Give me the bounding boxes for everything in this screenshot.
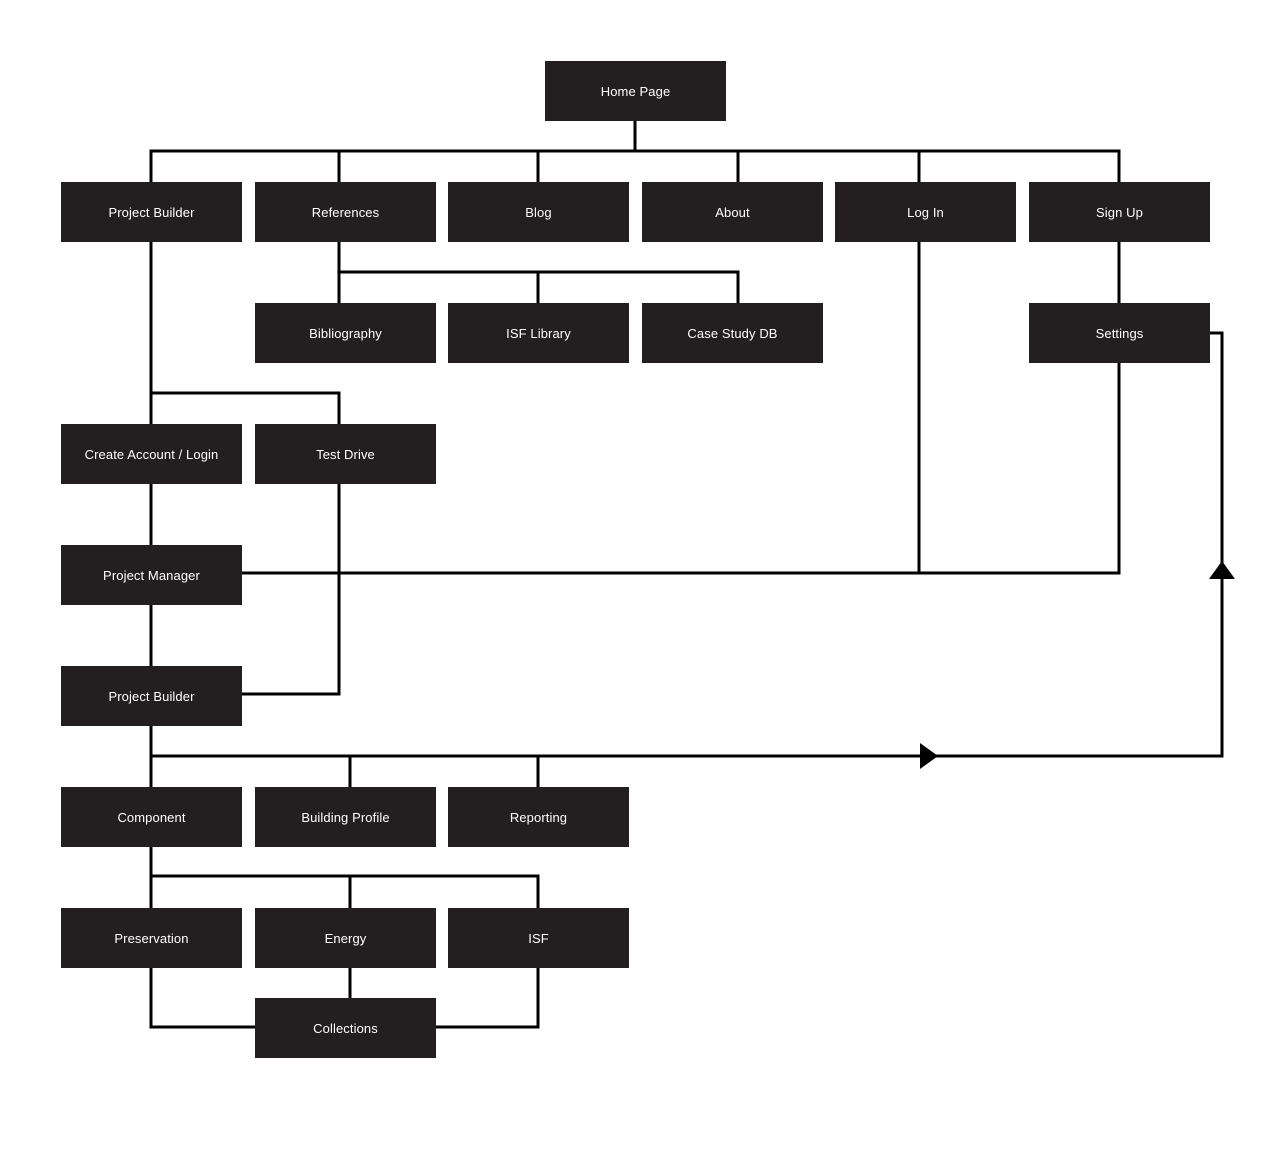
node-label: Component: [117, 809, 186, 825]
node-label: Collections: [313, 1020, 378, 1036]
arrow-right-icon: [920, 743, 938, 769]
node-energy[interactable]: Energy: [255, 908, 436, 968]
node-sign-up[interactable]: Sign Up: [1029, 182, 1210, 242]
node-label: Blog: [525, 204, 552, 220]
node-case-study-db[interactable]: Case Study DB: [642, 303, 823, 363]
node-bibliography[interactable]: Bibliography: [255, 303, 436, 363]
node-references[interactable]: References: [255, 182, 436, 242]
node-blog[interactable]: Blog: [448, 182, 629, 242]
node-create-account-login[interactable]: Create Account / Login: [61, 424, 242, 484]
node-label: ISF Library: [506, 325, 571, 341]
node-home-page[interactable]: Home Page: [545, 61, 726, 121]
node-label: ISF: [528, 930, 549, 946]
node-label: Project Manager: [103, 567, 200, 583]
node-label: Building Profile: [301, 809, 390, 825]
node-label: Reporting: [509, 809, 568, 825]
node-label: Project Builder: [108, 688, 195, 704]
node-label: Test Drive: [316, 446, 375, 462]
node-preservation[interactable]: Preservation: [61, 908, 242, 968]
node-label: Create Account / Login: [84, 446, 219, 462]
node-label: Project Builder: [108, 204, 195, 220]
node-project-builder-2[interactable]: Project Builder: [61, 666, 242, 726]
node-log-in[interactable]: Log In: [835, 182, 1016, 242]
node-label: References: [311, 204, 380, 220]
node-collections[interactable]: Collections: [255, 998, 436, 1058]
node-label: Bibliography: [309, 325, 382, 341]
node-label: Case Study DB: [687, 325, 778, 341]
node-label: Sign Up: [1096, 204, 1143, 220]
node-settings[interactable]: Settings: [1029, 303, 1210, 363]
node-label: Home Page: [600, 83, 671, 99]
node-isf[interactable]: ISF: [448, 908, 629, 968]
node-label: Preservation: [114, 930, 189, 946]
node-project-manager[interactable]: Project Manager: [61, 545, 242, 605]
node-label: Log In: [907, 204, 944, 220]
node-project-builder[interactable]: Project Builder: [61, 182, 242, 242]
node-label: About: [715, 204, 750, 220]
node-component[interactable]: Component: [61, 787, 242, 847]
node-reporting[interactable]: Reporting: [448, 787, 629, 847]
node-about[interactable]: About: [642, 182, 823, 242]
node-test-drive[interactable]: Test Drive: [255, 424, 436, 484]
node-label: Settings: [1095, 325, 1144, 341]
node-isf-library[interactable]: ISF Library: [448, 303, 629, 363]
node-label: Energy: [324, 930, 367, 946]
arrow-up-icon: [1209, 561, 1235, 579]
node-building-profile[interactable]: Building Profile: [255, 787, 436, 847]
